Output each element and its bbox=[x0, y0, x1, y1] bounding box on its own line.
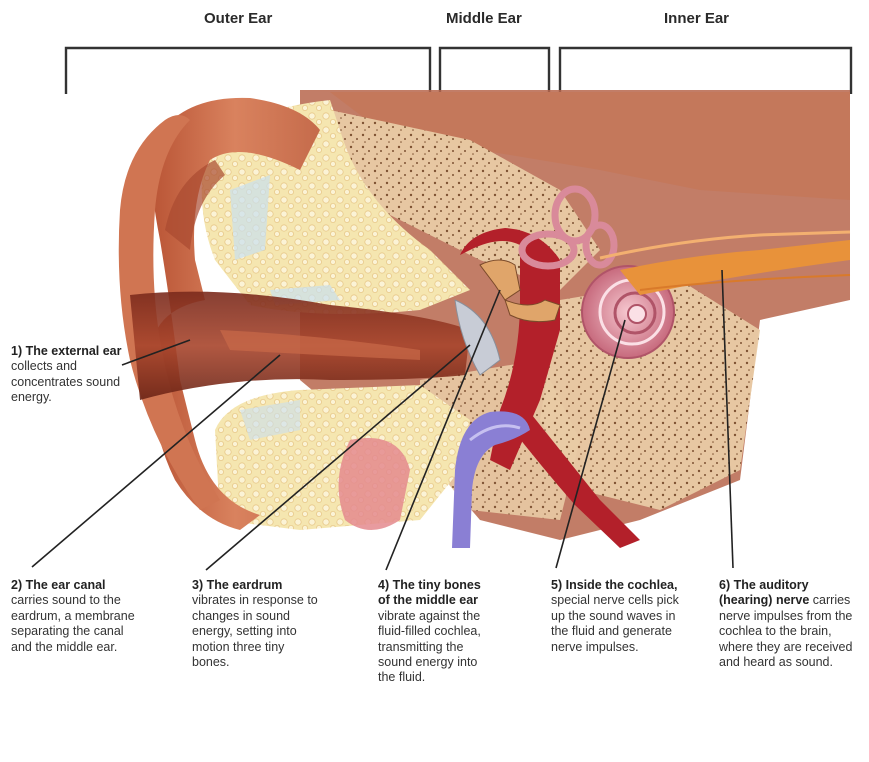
callout-external-ear: 1) The external ear collects and concent… bbox=[11, 344, 131, 406]
callout-5-number: 5) bbox=[551, 578, 562, 592]
callout-3-number: 3) bbox=[192, 578, 203, 592]
parotid-tissue bbox=[339, 438, 410, 530]
callout-5-title: Inside the cochlea, bbox=[566, 578, 678, 592]
bracket-outer-ear bbox=[66, 48, 430, 94]
callout-5-text: special nerve cells pick up the sound wa… bbox=[551, 593, 679, 653]
callout-4-title: The tiny bones of the middle ear bbox=[378, 578, 481, 607]
callout-eardrum: 3) The eardrum vibrates in response to c… bbox=[192, 578, 322, 670]
callout-1-title: The external ear bbox=[26, 344, 122, 358]
callout-4-text: vibrate against the fluid-filled cochlea… bbox=[378, 609, 481, 685]
callout-3-text: vibrates in response to changes in sound… bbox=[192, 593, 318, 669]
callout-4-number: 4) bbox=[378, 578, 389, 592]
callout-cochlea: 5) Inside the cochlea, special nerve cel… bbox=[551, 578, 685, 655]
callout-6-number: 6) bbox=[719, 578, 730, 592]
callout-2-text: carries sound to the eardrum, a membrane… bbox=[11, 593, 135, 653]
callout-1-text: collects and concentrates sound energy. bbox=[11, 359, 120, 404]
callout-3-title: The eardrum bbox=[207, 578, 283, 592]
bracket-middle-ear bbox=[440, 48, 549, 94]
callout-tiny-bones: 4) The tiny bones of the middle ear vibr… bbox=[378, 578, 496, 686]
callout-6-title: The auditory (hearing) nerve bbox=[719, 578, 809, 607]
callout-1-number: 1) bbox=[11, 344, 22, 358]
callout-2-number: 2) bbox=[11, 578, 22, 592]
callout-auditory-nerve: 6) The auditory (hearing) nerve carries … bbox=[719, 578, 865, 670]
callout-ear-canal: 2) The ear canal carries sound to the ea… bbox=[11, 578, 135, 655]
bracket-inner-ear bbox=[560, 48, 851, 94]
callout-2-title: The ear canal bbox=[26, 578, 106, 592]
